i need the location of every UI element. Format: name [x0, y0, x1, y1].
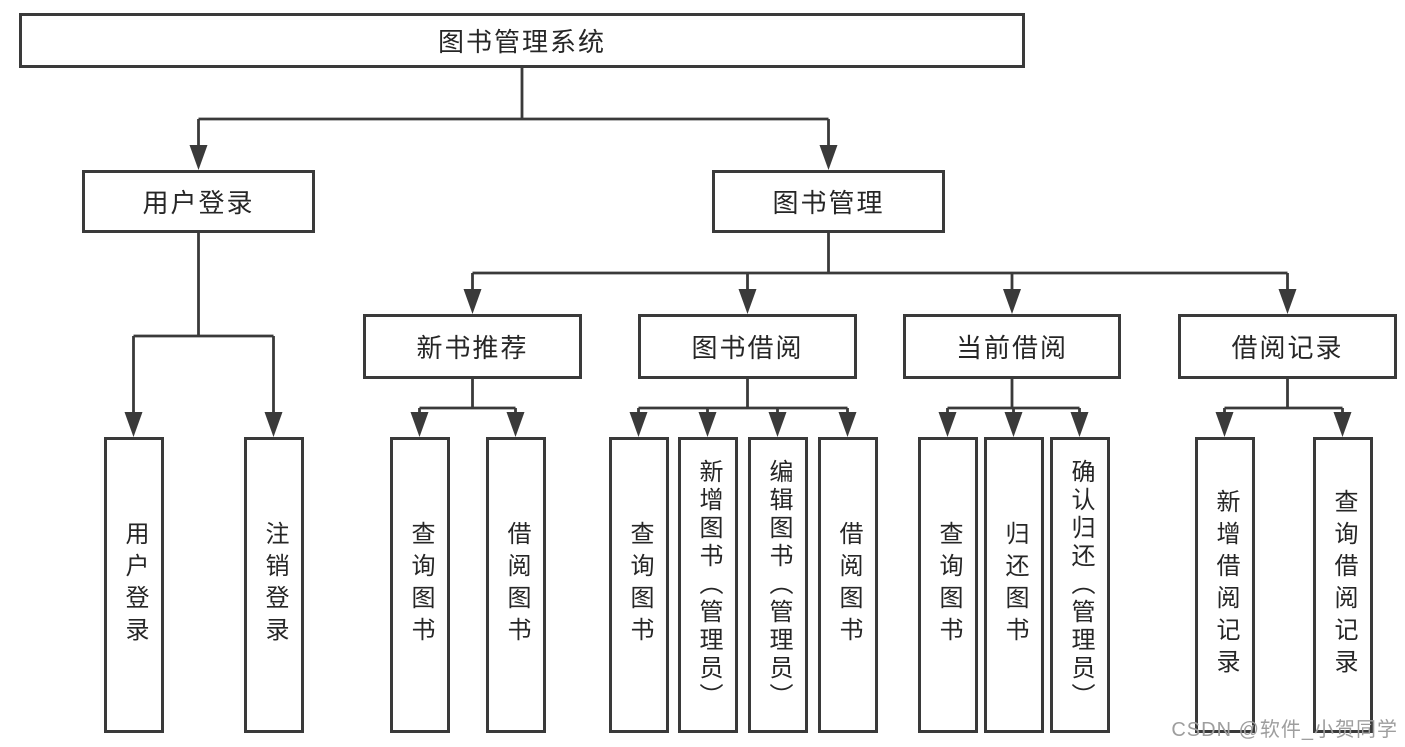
- node-borrowing-records-label: 借阅记录: [1231, 333, 1344, 363]
- node-borrowing-records: 借阅记录: [1178, 314, 1397, 379]
- leaf-borrowing-add-books-admin: 新增图书（管理员）: [678, 437, 738, 733]
- leaf-borrowing-query-books-label: 查询图书: [626, 521, 653, 649]
- node-new-book-recommend-label: 新书推荐: [416, 333, 529, 363]
- leaf-borrowing-add-books-admin-label: 新增图书（管理员）: [695, 459, 722, 711]
- leaf-logout-login-label: 注销登录: [261, 521, 288, 649]
- leaf-current-query-books: 查询图书: [918, 437, 978, 733]
- node-book-borrowing: 图书借阅: [638, 314, 857, 379]
- node-current-borrowing: 当前借阅: [903, 314, 1121, 379]
- node-book-management-label: 图书管理: [772, 188, 885, 218]
- csdn-watermark: CSDN @软件_小贺同学: [1171, 719, 1398, 741]
- leaf-recommend-query-books: 查询图书: [390, 437, 450, 733]
- node-book-borrowing-label: 图书借阅: [691, 333, 804, 363]
- leaf-borrowing-borrow-books: 借阅图书: [818, 437, 878, 733]
- leaf-recommend-borrow-books-label: 借阅图书: [503, 521, 530, 649]
- leaf-user-login-label: 用户登录: [121, 521, 148, 649]
- leaf-current-query-books-label: 查询图书: [935, 521, 962, 649]
- node-new-book-recommend: 新书推荐: [363, 314, 582, 379]
- leaf-user-login: 用户登录: [104, 437, 164, 733]
- leaf-recommend-borrow-books: 借阅图书: [486, 437, 546, 733]
- leaf-recommend-query-books-label: 查询图书: [407, 521, 434, 649]
- node-current-borrowing-label: 当前借阅: [955, 333, 1068, 363]
- node-user-login-label: 用户登录: [142, 188, 255, 218]
- leaf-logout-login: 注销登录: [244, 437, 304, 733]
- leaf-records-query-borrow-record: 查询借阅记录: [1313, 437, 1373, 733]
- leaf-current-confirm-return-admin-label: 确认归还（管理员）: [1067, 459, 1094, 711]
- node-library-system: 图书管理系统: [19, 13, 1025, 68]
- leaf-borrowing-borrow-books-label: 借阅图书: [835, 521, 862, 649]
- leaf-records-add-borrow-record-label: 新增借阅记录: [1212, 489, 1239, 681]
- leaf-current-confirm-return-admin: 确认归还（管理员）: [1050, 437, 1110, 733]
- leaf-borrowing-edit-books-admin: 编辑图书（管理员）: [748, 437, 808, 733]
- leaf-current-return-books-label: 归还图书: [1001, 521, 1028, 649]
- leaf-current-return-books: 归还图书: [984, 437, 1044, 733]
- node-user-login: 用户登录: [82, 170, 315, 233]
- leaf-records-add-borrow-record: 新增借阅记录: [1195, 437, 1255, 733]
- leaf-borrowing-edit-books-admin-label: 编辑图书（管理员）: [765, 459, 792, 711]
- node-library-system-label: 图书管理系统: [437, 27, 606, 57]
- node-book-management: 图书管理: [712, 170, 945, 233]
- leaf-borrowing-query-books: 查询图书: [609, 437, 669, 733]
- leaf-records-query-borrow-record-label: 查询借阅记录: [1330, 489, 1357, 681]
